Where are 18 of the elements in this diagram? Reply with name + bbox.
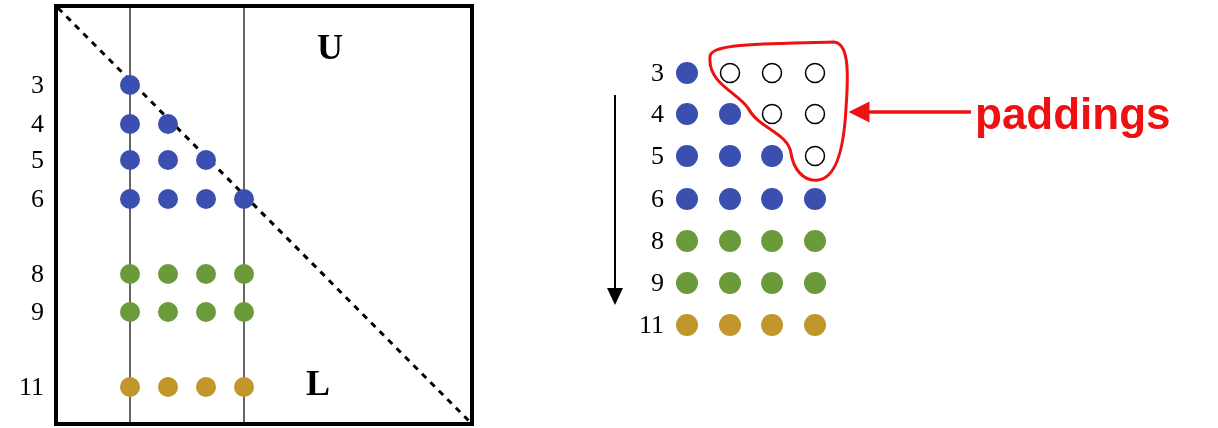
- row-number: 4: [650, 101, 664, 127]
- row-number: 6: [650, 186, 664, 212]
- arrow: [848, 101, 971, 123]
- row-number: 9: [30, 299, 44, 325]
- row-number: 9: [650, 270, 664, 296]
- row-number: 4: [30, 111, 44, 137]
- row-number: 8: [30, 261, 44, 287]
- row-number: 6: [30, 186, 44, 212]
- row-number: 8: [650, 228, 664, 254]
- row-number: 5: [30, 147, 44, 173]
- callout-text: paddings: [975, 86, 1195, 142]
- row-number: 11: [637, 312, 664, 338]
- matrix-label: L: [305, 365, 331, 401]
- row-number: 11: [17, 374, 44, 400]
- matrix-label: U: [316, 29, 344, 65]
- row-number: 5: [650, 143, 664, 169]
- row-number: 3: [30, 72, 44, 98]
- row-number: 3: [650, 60, 664, 86]
